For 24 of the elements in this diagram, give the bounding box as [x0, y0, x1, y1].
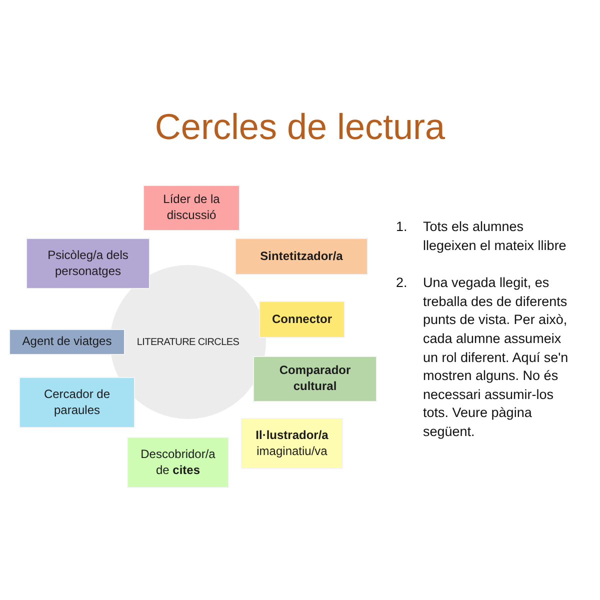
role-card — [241, 418, 343, 469]
role-label: Líder de la discussió — [162, 192, 221, 224]
role-label: Psicòleg/a dels personatges — [46, 248, 130, 280]
page-title: Cercles de lectura — [154, 106, 446, 148]
list-number: 1. — [396, 218, 408, 236]
role-card — [127, 437, 229, 488]
role-card — [253, 356, 377, 402]
role-label: Il·lustrador/a imaginatiu/va — [254, 428, 330, 460]
list-text: Una vegada llegit, es treballa des de diferents punts de vista. Per això, cada alumne assumeix un rol diferent. Aquí se'n mostren alguns. No és necessari assumir-los tots. Veure pàgina següent. — [423, 274, 570, 441]
role-label: Comparador cultural — [278, 363, 352, 395]
circle-label: LITERATURE CIRCLES — [136, 336, 240, 348]
role-card — [26, 238, 150, 289]
role-label: Descobridor/a de cites — [140, 446, 216, 478]
role-label: Agent de viatges — [22, 334, 112, 350]
role-card — [143, 185, 240, 231]
list-number: 2. — [396, 274, 408, 292]
role-label: Sintetitzador/a — [260, 248, 343, 264]
list-text: Tots els alumnes llegeixen el mateix llibre — [423, 218, 568, 255]
role-card — [235, 238, 368, 275]
role-card — [19, 377, 135, 428]
role-card — [9, 329, 125, 355]
role-label: Connector — [272, 312, 332, 328]
role-card — [259, 301, 345, 338]
role-label: Cercador de paraules — [42, 386, 112, 418]
